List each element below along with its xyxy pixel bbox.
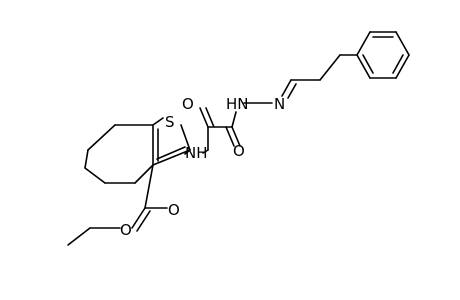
bond bbox=[199, 107, 209, 128]
bond bbox=[202, 149, 209, 154]
bond bbox=[392, 54, 404, 74]
bond bbox=[180, 124, 191, 151]
bond bbox=[395, 54, 410, 79]
bond bbox=[156, 146, 186, 160]
bond bbox=[152, 117, 164, 126]
ethyl-ester-group bbox=[67, 164, 168, 246]
amide-nh-label: NH bbox=[185, 144, 208, 162]
bond bbox=[319, 54, 341, 81]
bond bbox=[281, 79, 292, 97]
bond bbox=[131, 207, 146, 229]
ester-oxygen-label: O bbox=[120, 221, 132, 239]
bond bbox=[87, 124, 116, 151]
sulfur-label: S bbox=[165, 113, 175, 131]
carbonyl-oxygen-label: O bbox=[233, 142, 245, 160]
atom-labels: S NH O O HN N O O bbox=[120, 95, 285, 239]
bond bbox=[136, 210, 151, 232]
bond bbox=[356, 54, 371, 79]
bond bbox=[184, 149, 191, 155]
bond bbox=[67, 227, 91, 246]
ester-carbonyl-oxygen-label: O bbox=[168, 201, 180, 219]
bond bbox=[231, 111, 237, 128]
bond bbox=[225, 126, 235, 147]
phenylpropylidene-chain bbox=[281, 54, 358, 99]
bond bbox=[134, 164, 154, 184]
bond bbox=[356, 31, 371, 56]
cycloheptane-ring bbox=[84, 124, 154, 184]
bond bbox=[84, 149, 89, 169]
bond bbox=[362, 54, 374, 74]
carbonyl-oxygen-label: O bbox=[182, 95, 194, 113]
bond bbox=[205, 107, 215, 128]
imine-nitrogen-label: N bbox=[274, 95, 285, 113]
hydrazide-nh-label: HN bbox=[226, 95, 249, 113]
bond bbox=[152, 149, 191, 166]
bond bbox=[231, 126, 241, 147]
phenyl-ring bbox=[356, 31, 410, 79]
bond bbox=[287, 83, 297, 99]
bond bbox=[395, 31, 410, 56]
bond bbox=[144, 164, 154, 209]
oxalyl-hydrazide-linker bbox=[184, 102, 273, 155]
thiophene-ring bbox=[152, 117, 191, 166]
bond bbox=[84, 167, 106, 184]
